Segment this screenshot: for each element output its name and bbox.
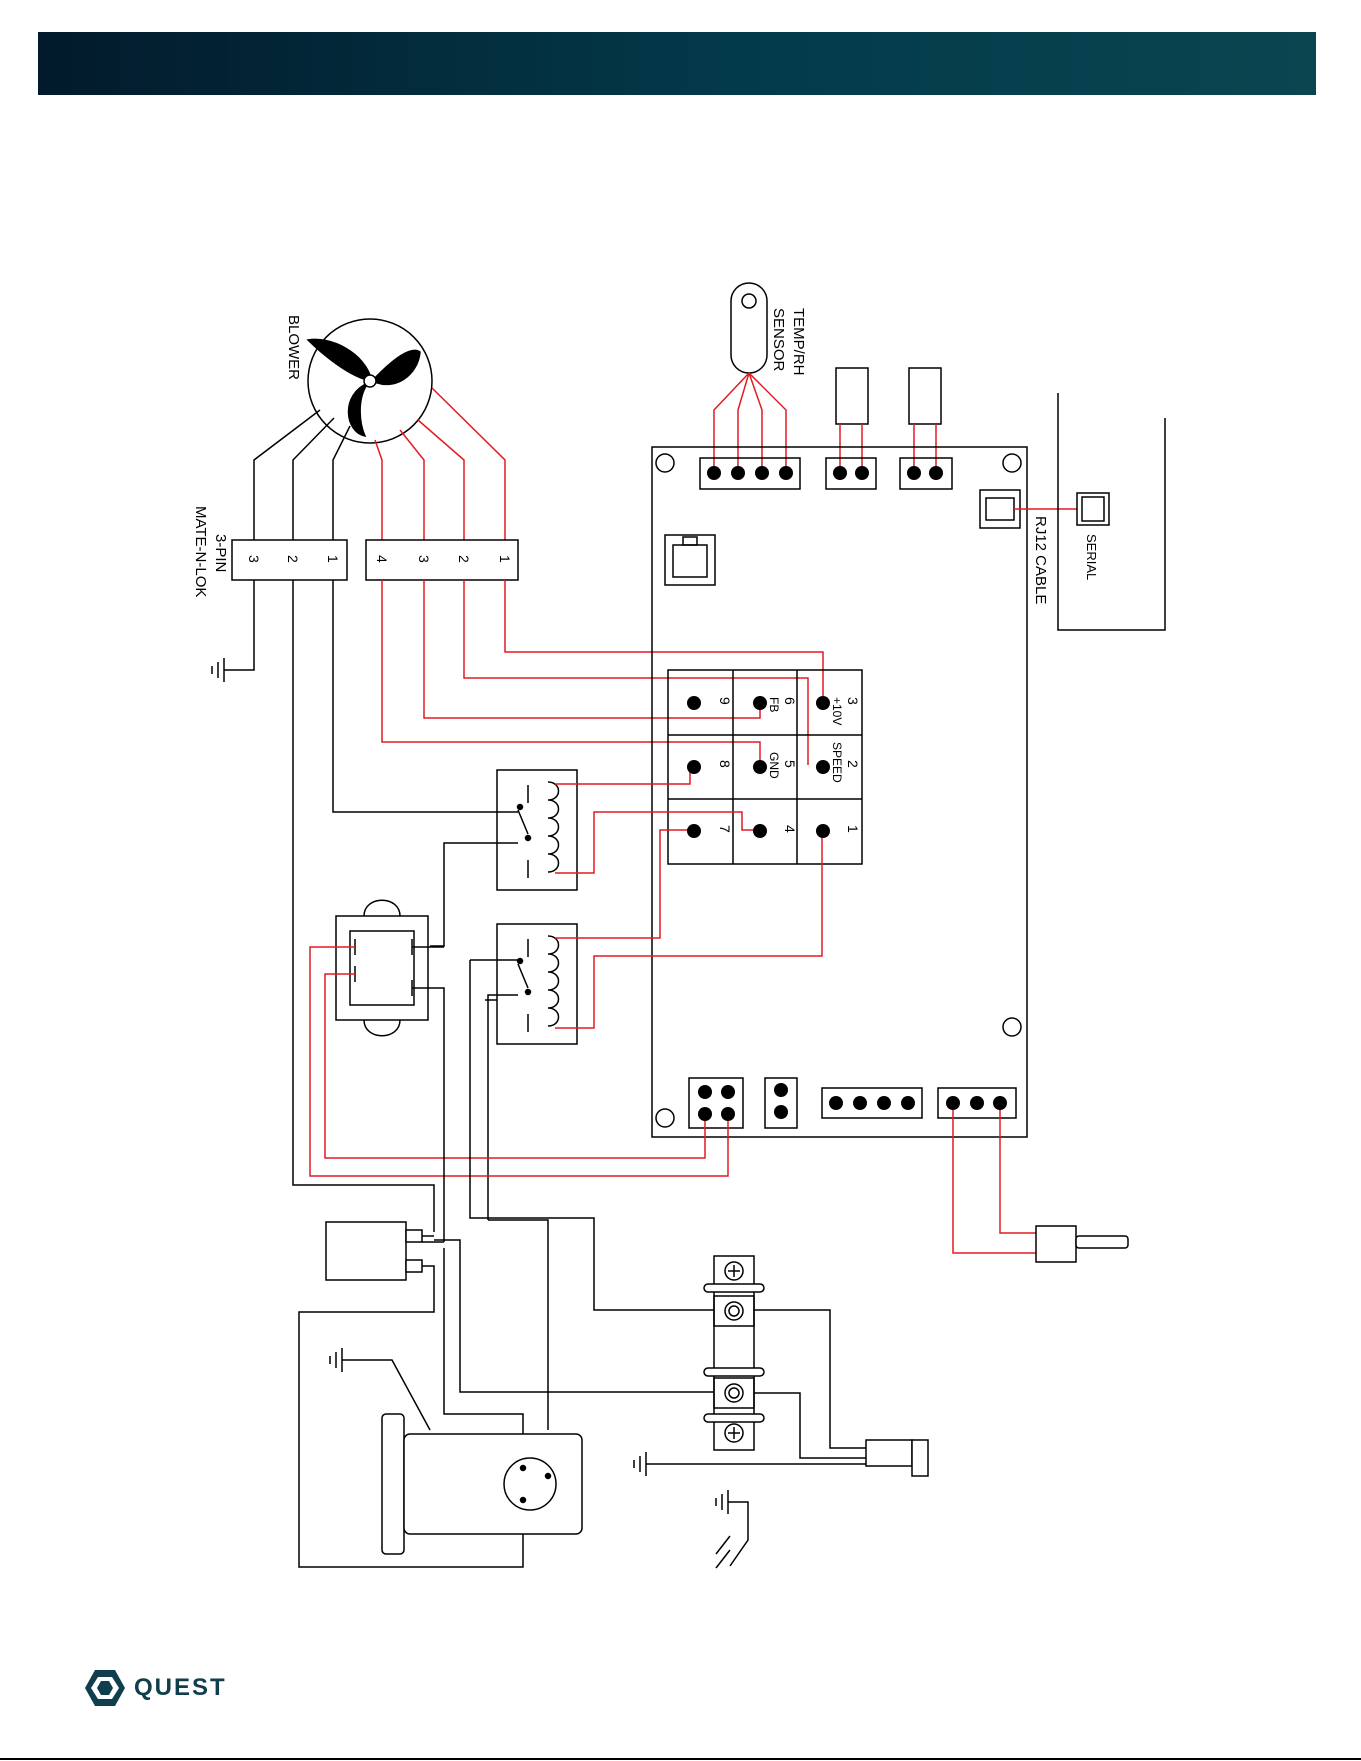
rj12-label: RJ12 CABLE (1032, 516, 1049, 604)
pin4-2: 2 (456, 555, 472, 563)
blower-label: BLOWER (285, 315, 302, 380)
term-2: 2 (845, 760, 861, 768)
term-9: 9 (717, 697, 733, 705)
logo-text: QUEST (134, 1674, 227, 1702)
blower-fan (308, 319, 432, 443)
power-terminal-strip (704, 1256, 764, 1450)
term-7: 7 (717, 825, 733, 833)
relay-2 (497, 924, 577, 1044)
term-3: 3 (845, 697, 861, 705)
term-4: 4 (782, 825, 798, 833)
term-8: 8 (717, 760, 733, 768)
compressor-base (382, 1414, 404, 1554)
term-1: 1 (845, 825, 861, 833)
relay-1 (497, 770, 577, 890)
term-6-name: FB (767, 697, 781, 712)
mate-label-1: 3-PIN (212, 534, 229, 572)
capacitor (326, 1222, 406, 1280)
pin4-1: 1 (497, 555, 513, 563)
quest-logo: QUEST (84, 1668, 227, 1708)
pin3-2: 2 (285, 555, 301, 563)
footer-line (0, 1758, 1361, 1760)
term-3-name: +10V (830, 697, 844, 725)
serial-label: SERIAL (1084, 534, 1099, 580)
pin4-3: 3 (416, 555, 432, 563)
term-5: 5 (782, 760, 798, 768)
pin3-1: 1 (325, 555, 341, 563)
term-5-name: GND (767, 752, 781, 779)
pin4-4: 4 (374, 555, 390, 563)
sensor-label-2: SENSOR (770, 308, 787, 372)
term-6: 6 (782, 697, 798, 705)
pin3-3: 3 (246, 555, 262, 563)
term-2-name: SPEED (830, 742, 844, 783)
mate-label-2: MATE-N-LOK (192, 506, 209, 597)
sensor-label: TEMP/RH (790, 308, 807, 376)
quest-logo-icon (84, 1668, 126, 1708)
power-plug (866, 1440, 912, 1466)
